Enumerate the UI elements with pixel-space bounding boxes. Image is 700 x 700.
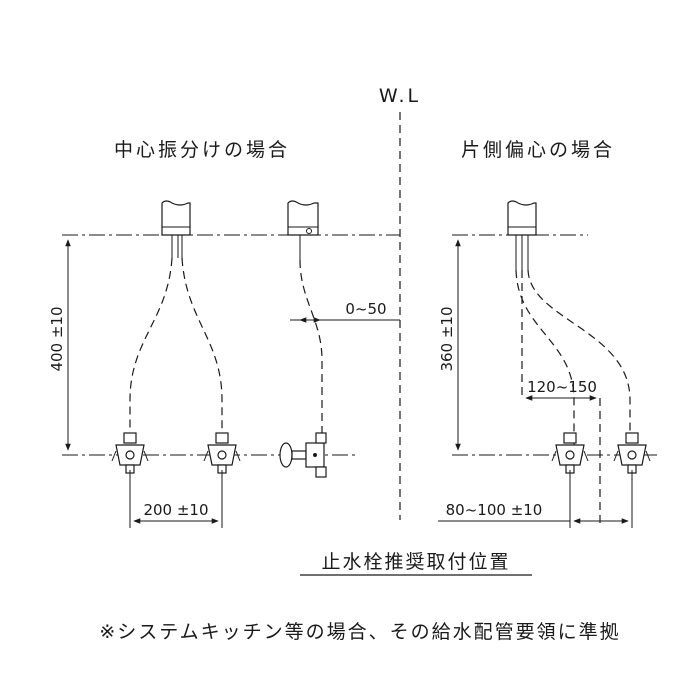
hose-right	[181, 257, 223, 445]
faucet-body-center	[161, 200, 191, 258]
hose-left	[129, 257, 173, 445]
side-spacing-dimension: 80~100 ±10	[446, 501, 543, 519]
hose-offset-near	[515, 269, 575, 445]
footnote: ※システムキッチン等の場合、その給水配管要領に準拠	[99, 621, 620, 643]
center-section-title: 中心振分けの場合	[114, 139, 290, 161]
stop-valve-right	[203, 432, 241, 474]
stop-valve-offset-left	[551, 432, 589, 474]
side-section: 360 ±10 120~150 80~100 ±10	[438, 200, 660, 528]
faucet-body-side-view	[287, 200, 319, 260]
hose-offset-far	[527, 269, 631, 445]
center-section: 400 ±10 0~50	[48, 200, 400, 528]
side-section-title: 片側偏心の場合	[461, 139, 615, 161]
hose-side-view	[299, 259, 323, 440]
center-spacing-dimension: 200 ±10	[143, 501, 208, 519]
faucet-body-offset	[507, 200, 537, 270]
stop-valve-offset-right	[613, 432, 651, 474]
stop-valve-left	[111, 432, 149, 474]
center-offset-dimension: 0~50	[345, 300, 386, 318]
side-offset-dimension: 120~150	[527, 378, 597, 396]
stop-valve-side-view	[279, 432, 327, 478]
side-height-dimension: 360 ±10	[438, 306, 456, 371]
wall-line-label: W.L	[379, 85, 421, 107]
caption: 止水栓推奨取付位置	[321, 551, 510, 573]
center-height-dimension: 400 ±10	[48, 306, 66, 371]
